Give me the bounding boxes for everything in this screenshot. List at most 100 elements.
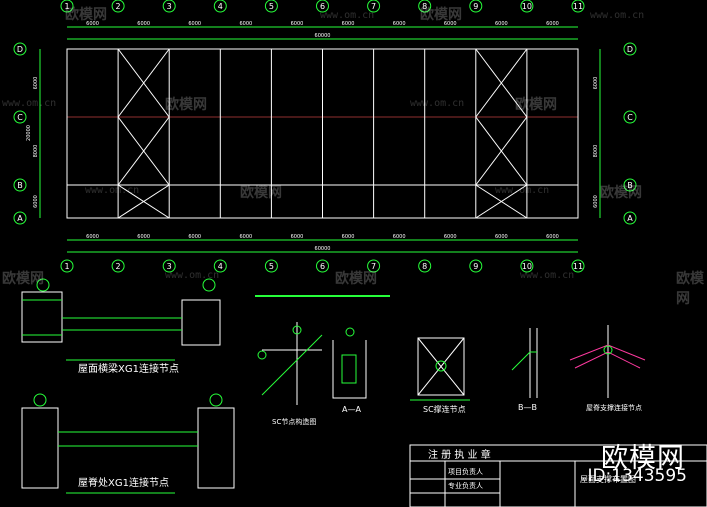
brace-diagonal [117,116,170,186]
axis-label: 7 [371,2,376,11]
total-dimension: 60000 [315,246,331,252]
drawing-name: 屋面支撑布置图 [580,474,636,484]
plate-right [197,407,235,489]
axis-label: 1 [64,262,69,271]
axis-label: 2 [116,262,121,271]
side-dimension: 6000 [593,195,599,208]
bay-dimension: 6000 [137,21,150,27]
caption-sc-plan: SC节点构造图 [272,417,316,426]
axis-label: B [17,181,23,190]
axis-bubble [623,211,637,225]
axis-bubble [13,211,27,225]
axis-bubble [162,0,176,13]
axis-label: A [17,214,23,223]
axis-label: 10 [522,2,532,11]
detail-section-b: B—B [511,328,538,412]
detail-roof-node: 屋脊支撑连接节点 [569,325,646,412]
axis-label: 11 [573,262,583,271]
axis-bubble [264,259,278,273]
detail-section-a: A—A [332,327,367,414]
side-dimension: 6000 [33,77,39,90]
side-dimension: 8000 [593,145,599,158]
bay-dimension: 6000 [239,21,252,27]
sc-node-plate [417,337,465,396]
axis-label: D [17,45,23,54]
axis-label: C [627,113,633,122]
axis-label: C [17,113,23,122]
brace-diagonal [475,184,528,219]
bay-dimension: 6000 [239,234,252,240]
bay-dimension: 6000 [495,21,508,27]
bay-dimension: 6000 [188,234,201,240]
axis-bubble [60,259,74,273]
gusset-left [21,291,63,343]
axis-bubble [571,259,585,273]
axis-label: 9 [473,262,478,271]
bay-dimension: 6000 [393,234,406,240]
axis-label: 5 [269,262,274,271]
axis-label: 8 [422,262,427,271]
axis-label: 4 [218,262,223,271]
caption-sc-node: SC撑连节点 [423,404,466,414]
model-id: ID:1343595 [587,466,687,486]
axis-bubble [418,259,432,273]
axis-bubble [623,42,637,56]
axis-label: 6 [320,2,325,11]
plan-dimensions: 6000 6000 6000 6000 6000 6000 6000 6000 6000 6000… [26,21,601,253]
caption-roof-node: 屋脊支撑连接节点 [586,403,642,412]
axis-label: 10 [522,262,532,271]
axis-label: 11 [573,2,583,11]
bay-dimension: 6000 [86,21,99,27]
axis-label: B [627,181,633,190]
axis-bubble [623,110,637,124]
axis-bubble [111,259,125,273]
axis-bubble [367,259,381,273]
bay-dimension: 6000 [444,21,457,27]
side-dimension: 6000 [593,77,599,90]
bay-dimension: 6000 [393,21,406,27]
title-block-header: 注 册 执 业 章 [428,448,491,461]
axis-bubble [418,0,432,13]
axis-label: 4 [218,2,223,11]
caption-section-aa: A—A [342,405,361,414]
bay-dimension: 6000 [137,234,150,240]
bay-dimension: 6000 [291,21,304,27]
axis-bubble [213,0,227,13]
bay-dimension: 6000 [342,21,355,27]
axis-bubble [469,259,483,273]
axis-bubble [13,42,27,56]
axis-bubble [367,0,381,13]
axis-bubble [316,0,329,13]
title-block-row-2: 专业负责人 [448,481,483,490]
title-block-row-1: 项目负责人 [448,467,483,476]
gusset-right [181,299,221,346]
axis-bubble [264,0,278,13]
side-dimension: 6000 [33,195,39,208]
bay-dimension: 6000 [86,234,99,240]
axis-bubble [162,259,176,273]
axis-bubble [520,0,534,13]
axis-bubble [571,0,585,13]
detail-sc-plan: SC节点构造图 [257,322,323,426]
side-dimension: 8000 [33,145,39,158]
brace-diagonal [475,48,528,118]
roof-bracing-plan [66,48,579,219]
brand-logo: 欧模网 [601,443,685,474]
axis-bubble [60,0,74,13]
axis-label: D [627,45,633,54]
axis-label: 9 [473,2,478,11]
bay-dimension: 6000 [546,234,559,240]
total-dimension: 60000 [315,33,331,39]
brace-diagonal [475,116,528,186]
title-block: 注 册 执 业 章 项目负责人 专业负责人 屋面支撑布置图 [409,444,707,507]
axis-label: 8 [422,2,427,11]
plate-left [21,407,59,489]
axis-label: A [627,214,633,223]
axis-label: 2 [116,2,121,11]
bay-dimension: 6000 [291,234,304,240]
bay-dimension: 6000 [188,21,201,27]
side-total-dimension: 20000 [26,125,32,141]
title-block-frame [409,444,707,507]
axis-label: 3 [167,2,172,11]
